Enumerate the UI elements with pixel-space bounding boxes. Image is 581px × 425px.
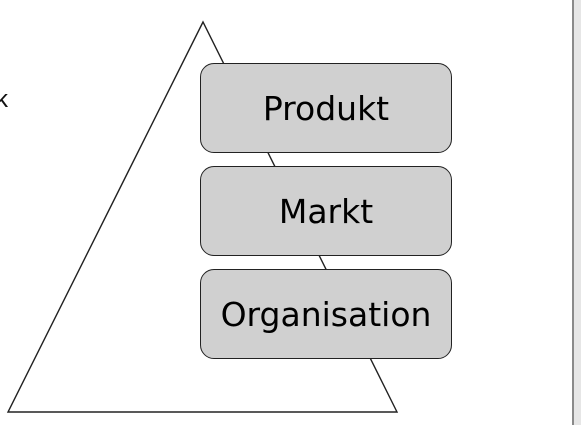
level-box-organisation: Organisation: [200, 269, 452, 359]
level-box-markt: Markt: [200, 166, 452, 256]
level-box-produkt: Produkt: [200, 63, 452, 153]
page-edge-divider: [564, 0, 574, 425]
level-label-markt: Markt: [278, 191, 374, 231]
level-label-produkt: Produkt: [262, 88, 390, 128]
clipped-text-fragment: k: [0, 86, 8, 113]
page-edge-strip: [574, 0, 581, 425]
level-label-organisation: Organisation: [220, 294, 432, 334]
